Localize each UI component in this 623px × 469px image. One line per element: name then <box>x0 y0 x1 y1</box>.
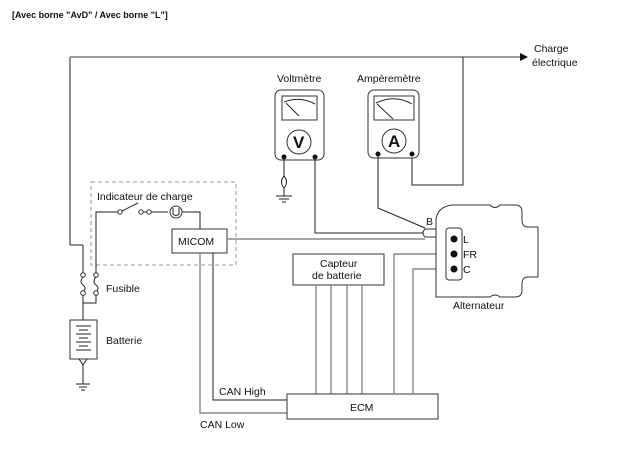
ground-icon <box>276 157 292 203</box>
voltmeter: Voltmètre V <box>274 73 325 161</box>
battery-sensor-box <box>292 253 385 286</box>
charge-indicator-label: Indicateur de charge <box>97 191 193 203</box>
micom-box <box>171 228 228 254</box>
can-high-wire <box>212 253 287 401</box>
ammeter-symbol: A <box>388 132 400 151</box>
ecm-box <box>286 393 439 420</box>
charge-indicator-switch <box>95 202 168 275</box>
charge-indicator-group <box>90 181 237 266</box>
can-low-label: CAN Low <box>200 419 245 431</box>
main-supply-wire <box>69 53 528 245</box>
terminal-l-label: L <box>463 234 469 246</box>
load-label-2: électrique <box>532 57 578 69</box>
ammeter: Ampèremètre A <box>357 73 421 159</box>
fuse-icon <box>70 244 99 320</box>
load-label-1: Charge <box>534 43 569 55</box>
ecm-fr-wire <box>393 253 453 394</box>
terminal-b-label: B <box>426 216 433 228</box>
battery-icon <box>69 319 98 391</box>
charge-lamp-icon <box>169 205 183 219</box>
terminal-fr-label: FR <box>463 249 477 261</box>
ammeter-label: Ampèremètre <box>357 73 421 85</box>
micom-label: MICOM <box>178 236 214 248</box>
battery-sensor-label-1: Capteur <box>320 258 358 270</box>
sensor-ecm-wires <box>315 285 363 394</box>
ecm-label: ECM <box>350 402 373 414</box>
alternator <box>422 204 539 298</box>
can-low-wire <box>199 253 287 414</box>
ammeter-b-wire <box>377 154 426 229</box>
voltmeter-label: Voltmètre <box>277 73 322 85</box>
diagram-title: [Avec borne "AvD" / Avec borne "L"] <box>12 10 168 20</box>
battery-label: Batterie <box>106 335 142 347</box>
lamp-to-micom-wire <box>182 211 201 229</box>
arrow-icon <box>520 53 528 61</box>
terminal-c-label: C <box>463 264 471 276</box>
alternator-label: Alternateur <box>453 300 505 312</box>
can-high-label: CAN High <box>219 386 266 398</box>
voltmeter-symbol: V <box>293 133 305 152</box>
voltmeter-b-wire <box>314 157 425 234</box>
battery-sensor-label-2: de batterie <box>312 270 362 282</box>
fuse-label: Fusible <box>106 283 140 295</box>
ammeter-output-wire <box>411 57 464 186</box>
